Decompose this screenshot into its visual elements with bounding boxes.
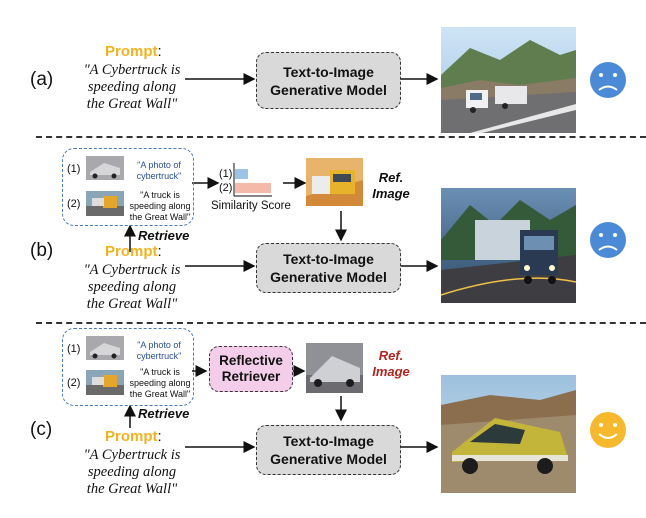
model-line: Text-to-Image: [283, 63, 374, 80]
prompt-heading-b: Prompt:: [105, 243, 162, 261]
panel-label-c: (c): [30, 419, 53, 440]
caption-line: the Great Wall": [129, 212, 191, 222]
ref-image-b: [306, 158, 363, 206]
panel-label-a: (a): [30, 69, 54, 90]
model-line: Text-to-Image: [283, 433, 374, 449]
divider-bc: [36, 322, 646, 324]
panel-label-b: (b): [30, 240, 54, 261]
thumb-cybertruck-c: [86, 336, 124, 360]
generative-model-box-b: Text-to-Image Generative Model: [256, 243, 401, 293]
caption-line: "A photo of: [137, 340, 181, 350]
prompt-line: "A Cybertruck is: [83, 447, 181, 463]
ref-image-label-b: Ref. Image: [366, 170, 416, 202]
generative-model-box-a: Text-to-Image Generative Model: [256, 52, 401, 109]
similarity-bar-2: [235, 183, 271, 193]
prompt-text-a: "A Cybertruck is speeding along the Grea…: [72, 62, 192, 113]
retrieved-num-1: (1): [67, 343, 81, 355]
similarity-bar-1: [235, 169, 248, 179]
retrieved-caption-2: "A truck is speeding along the Great Wal…: [128, 190, 192, 223]
ref-line: Ref.: [378, 170, 404, 185]
retrieved-items-box-b: [62, 148, 194, 226]
generated-image-c: [441, 375, 576, 493]
similarity-bar-label-1: (1): [219, 168, 233, 180]
prompt-colon: :: [157, 43, 162, 60]
prompt-colon: :: [157, 428, 162, 445]
sad-face-icon-a: [590, 62, 626, 98]
generative-model-box-c: Text-to-Image Generative Model: [256, 425, 401, 475]
caption-line: cybertruck": [136, 351, 182, 361]
retrieved-caption-2: "A truck is speeding along the Great Wal…: [128, 367, 192, 400]
prompt-line: "A Cybertruck is: [83, 262, 181, 278]
model-line: Generative Model: [270, 81, 387, 98]
reflective-retriever-box: Reflective Retriever: [209, 346, 293, 392]
ref-image-c: [306, 343, 363, 393]
ref-line: Ref.: [378, 348, 404, 363]
sad-face-icon-b: [590, 222, 626, 258]
retrieved-caption-1: "A photo of cybertruck": [128, 160, 190, 182]
caption-line: the Great Wall": [129, 389, 191, 399]
prompt-text-c: "A Cybertruck is speeding along the Grea…: [72, 447, 192, 498]
prompt-colon: :: [157, 243, 162, 260]
caption-line: "A truck is: [140, 367, 180, 377]
divider-ab: [36, 136, 646, 138]
prompt-line: speeding along: [87, 79, 177, 95]
retrieved-caption-1: "A photo of cybertruck": [128, 340, 190, 362]
caption-line: "A photo of: [137, 160, 181, 170]
thumb-truck-b: [86, 191, 124, 216]
ref-line: Image: [372, 186, 410, 201]
thumb-cybertruck-b: [86, 156, 124, 180]
happy-face-icon-c: [590, 412, 626, 448]
prompt-line: the Great Wall": [86, 96, 178, 112]
prompt-line: "A Cybertruck is: [83, 62, 181, 78]
prompt-line: the Great Wall": [86, 481, 178, 497]
reflective-line: Retriever: [221, 369, 281, 384]
ref-line: Image: [372, 364, 410, 379]
similarity-bar-label-2: (2): [219, 182, 233, 194]
caption-line: cybertruck": [136, 171, 182, 181]
retrieved-items-box-c: [62, 328, 194, 406]
prompt-word: Prompt: [105, 43, 158, 60]
prompt-text-b: "A Cybertruck is speeding along the Grea…: [72, 262, 192, 313]
prompt-word: Prompt: [105, 428, 158, 445]
thumb-truck-c: [86, 370, 124, 395]
generated-image-a: [441, 27, 576, 133]
prompt-word: Prompt: [105, 243, 158, 260]
prompt-line: speeding along: [87, 464, 177, 480]
model-line: Text-to-Image: [283, 251, 374, 267]
model-line: Generative Model: [270, 269, 387, 285]
prompt-line: the Great Wall": [86, 296, 178, 312]
generated-image-b: [440, 188, 577, 303]
caption-line: "A truck is: [140, 190, 180, 200]
reflective-line: Reflective: [219, 353, 283, 368]
retrieved-num-1: (1): [67, 163, 81, 175]
retrieve-label-c: Retrieve: [138, 406, 190, 421]
prompt-line: speeding along: [87, 279, 177, 295]
prompt-heading-c: Prompt:: [105, 428, 162, 446]
similarity-score-label: Similarity Score: [211, 200, 291, 212]
ref-image-label-c: Ref. Image: [366, 348, 416, 380]
prompt-heading-a: Prompt:: [105, 43, 162, 61]
retrieved-num-2: (2): [67, 377, 81, 389]
retrieved-num-2: (2): [67, 198, 81, 210]
caption-line: speeding along: [129, 201, 191, 211]
retrieve-label-b: Retrieve: [138, 228, 190, 243]
model-line: Generative Model: [270, 451, 387, 467]
caption-line: speeding along: [129, 378, 191, 388]
